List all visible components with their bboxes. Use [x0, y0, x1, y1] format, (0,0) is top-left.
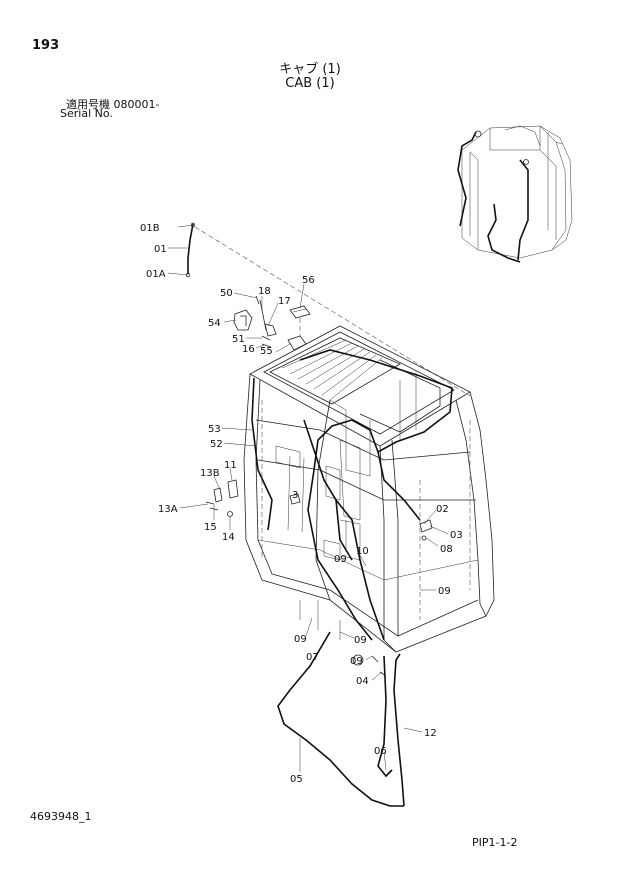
- label-03: 03: [450, 530, 463, 541]
- label-53: 53: [208, 424, 221, 435]
- label-09-right: 09: [438, 586, 451, 597]
- label-16: 16: [242, 344, 255, 355]
- cab-overview-inset: [457, 125, 573, 263]
- label-50: 50: [220, 288, 233, 299]
- label-17: 17: [278, 296, 291, 307]
- label-55: 55: [260, 346, 273, 357]
- serial-label-japanese: 適用号機 080001-: [66, 98, 160, 111]
- label-09-lower-left: 09: [294, 634, 307, 645]
- label-09-lower-center: 09: [354, 635, 367, 646]
- label-18: 18: [258, 286, 271, 297]
- harness-01: [185, 222, 471, 397]
- label-04: 04: [356, 676, 369, 687]
- small-parts-upper: [233, 295, 311, 351]
- label-54: 54: [208, 318, 221, 329]
- label-05: 05: [290, 774, 303, 785]
- small-parts-middle: [205, 479, 433, 541]
- cab-harness-routing: [251, 349, 453, 641]
- label-01A: 01A: [146, 269, 166, 280]
- label-07: 07: [306, 652, 319, 663]
- part-number-labels: 01B 01 01A 50 18 17 56 54 51 16 55 53 52…: [140, 223, 463, 785]
- label-01B: 01B: [140, 223, 160, 234]
- label-10: 10: [356, 546, 369, 557]
- page-number: 193: [32, 38, 60, 53]
- label-02: 02: [436, 504, 449, 515]
- lower-harnesses: [277, 631, 405, 807]
- serial-label-english: Serial No.: [60, 107, 113, 120]
- label-09-center: 09: [334, 554, 347, 565]
- label-11: 11: [224, 460, 237, 471]
- label-01: 01: [154, 244, 167, 255]
- label-13A: 13A: [158, 504, 178, 515]
- label-09-lower-right: 09: [350, 656, 363, 667]
- label-15: 15: [204, 522, 217, 533]
- label-51: 51: [232, 334, 245, 345]
- label-06: 06: [374, 746, 387, 757]
- leader-lines: [167, 224, 449, 772]
- label-52: 52: [210, 439, 223, 450]
- label-14: 14: [222, 532, 235, 543]
- label-08: 08: [440, 544, 453, 555]
- label-13B: 13B: [200, 468, 220, 479]
- label-3: 3: [292, 490, 298, 501]
- page-title-english: CAB (1): [285, 76, 335, 91]
- document-id: 4693948_1: [30, 810, 92, 823]
- label-12: 12: [424, 728, 437, 739]
- page-title-japanese: キャブ (1): [279, 62, 341, 77]
- sheet-code: PIP1-1-2: [472, 836, 518, 849]
- cab-frame: [243, 325, 495, 653]
- label-56: 56: [302, 275, 315, 286]
